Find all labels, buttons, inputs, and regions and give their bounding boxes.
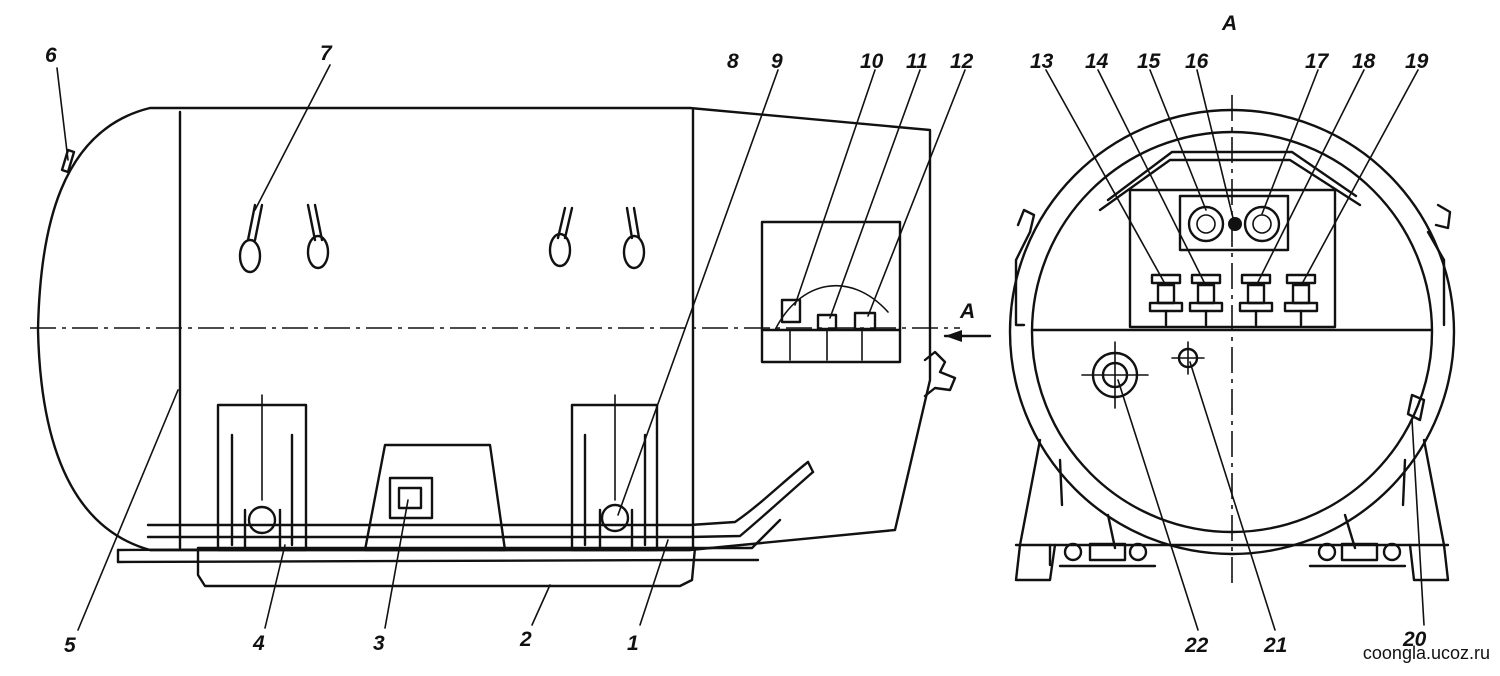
base-clamp [1058, 513, 1157, 568]
leader-lines [56, 64, 1425, 631]
arrow-a-label: A [959, 300, 975, 323]
callout-21: 21 [1263, 634, 1287, 657]
lifting-eye [622, 206, 646, 270]
callout-20: 20 [1402, 628, 1427, 651]
callout-9: 9 [771, 50, 783, 73]
callout-17: 17 [1305, 50, 1330, 73]
side-view: A [30, 106, 992, 588]
small-fitting [1171, 341, 1205, 375]
view-mark: A [1221, 12, 1237, 35]
valve [1188, 273, 1224, 327]
valve-box [760, 220, 902, 364]
valve [1283, 273, 1319, 327]
callout-11: 11 [906, 50, 928, 73]
stand-left [1014, 438, 1057, 582]
watermark: coongla.ucoz.ru [1362, 643, 1490, 663]
stand-right [1408, 438, 1450, 582]
callout-10: 10 [860, 50, 884, 73]
base-clamp [1308, 513, 1407, 568]
callout-4: 4 [252, 632, 265, 655]
tank-body [36, 106, 932, 552]
lifting-eye [548, 206, 574, 268]
callout-14: 14 [1085, 50, 1109, 73]
callout-19: 19 [1405, 50, 1429, 73]
callout-1: 1 [627, 632, 639, 655]
callout-2: 2 [519, 628, 532, 651]
front-hatch [60, 148, 76, 174]
callout-15: 15 [1137, 50, 1161, 73]
callout-7: 7 [320, 42, 333, 65]
callout-labels: 1 2 3 4 5 6 7 8 9 10 11 12 13 14 15 16 1… [45, 42, 1429, 657]
end-view: A [1008, 12, 1456, 585]
frame-rail [146, 460, 810, 527]
equipment-panel [1128, 188, 1337, 329]
callout-12: 12 [950, 50, 974, 73]
valve [1148, 273, 1184, 327]
callout-3: 3 [373, 632, 385, 655]
lifting-eye [306, 203, 330, 270]
callout-16: 16 [1185, 50, 1209, 73]
callout-13: 13 [1030, 50, 1054, 73]
callout-18: 18 [1352, 50, 1376, 73]
skid [196, 546, 697, 588]
callout-22: 22 [1184, 634, 1209, 657]
drain-fitting [1081, 341, 1149, 409]
callout-6: 6 [45, 44, 57, 67]
callout-5: 5 [64, 634, 76, 657]
valve [1238, 273, 1274, 327]
lifting-eye [238, 203, 264, 274]
middle-bracket [363, 443, 507, 552]
callout-8: 8 [727, 50, 739, 73]
side-hook [923, 350, 957, 398]
